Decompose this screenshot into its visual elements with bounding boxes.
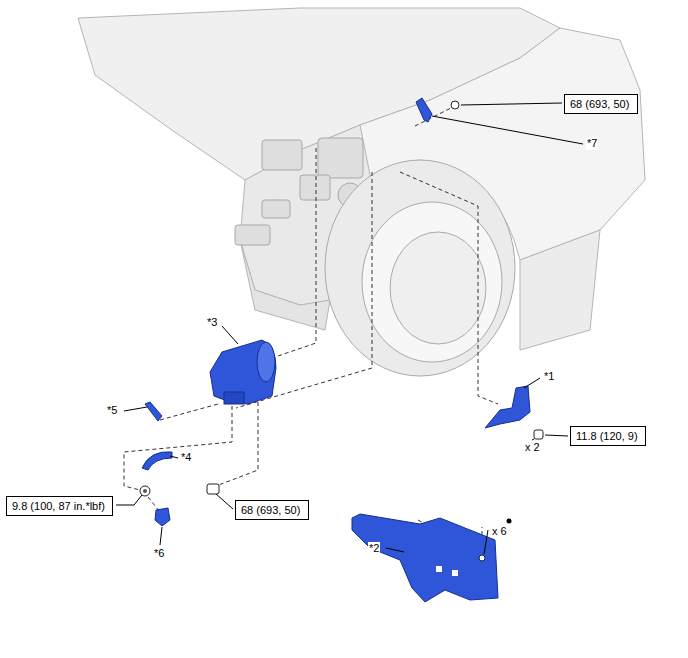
cover-6 <box>155 508 170 526</box>
starter-assembly <box>210 340 276 404</box>
torque-spec-box: 9.8 (100, 87 in.*lbf) <box>6 496 113 516</box>
clamp-7 <box>416 98 432 122</box>
torque-spec-box: 68 (693, 50) <box>235 500 309 520</box>
quantity-label: x 6 <box>491 525 508 538</box>
callout-number: *4 <box>180 451 192 464</box>
engine-under-cover <box>352 514 498 602</box>
torque-spec-box: 11.8 (120, 9) <box>570 426 646 446</box>
torque-spec-box: 68 (693, 50) <box>564 94 638 114</box>
torque-value: 68 (693, 50) <box>570 97 632 111</box>
torque-value: 68 (693, 50) <box>241 503 303 517</box>
harness-1 <box>485 386 530 428</box>
quantity-label: x 2 <box>524 441 541 454</box>
wire-4 <box>142 452 172 470</box>
callout-number: *3 <box>206 316 218 329</box>
callout-number: *5 <box>106 404 118 417</box>
torque-value: 11.8 (120, 9) <box>576 429 640 443</box>
callout-number: *7 <box>586 137 598 150</box>
non-reusable-mark <box>507 519 512 524</box>
fender-lower <box>520 230 600 350</box>
callout-number: *1 <box>543 370 555 383</box>
torque-value: 9.8 (100, 87 in.*lbf) <box>12 499 107 513</box>
callout-number: *6 <box>153 547 165 560</box>
callout-number: *2 <box>368 542 380 555</box>
bracket-5 <box>145 402 162 421</box>
